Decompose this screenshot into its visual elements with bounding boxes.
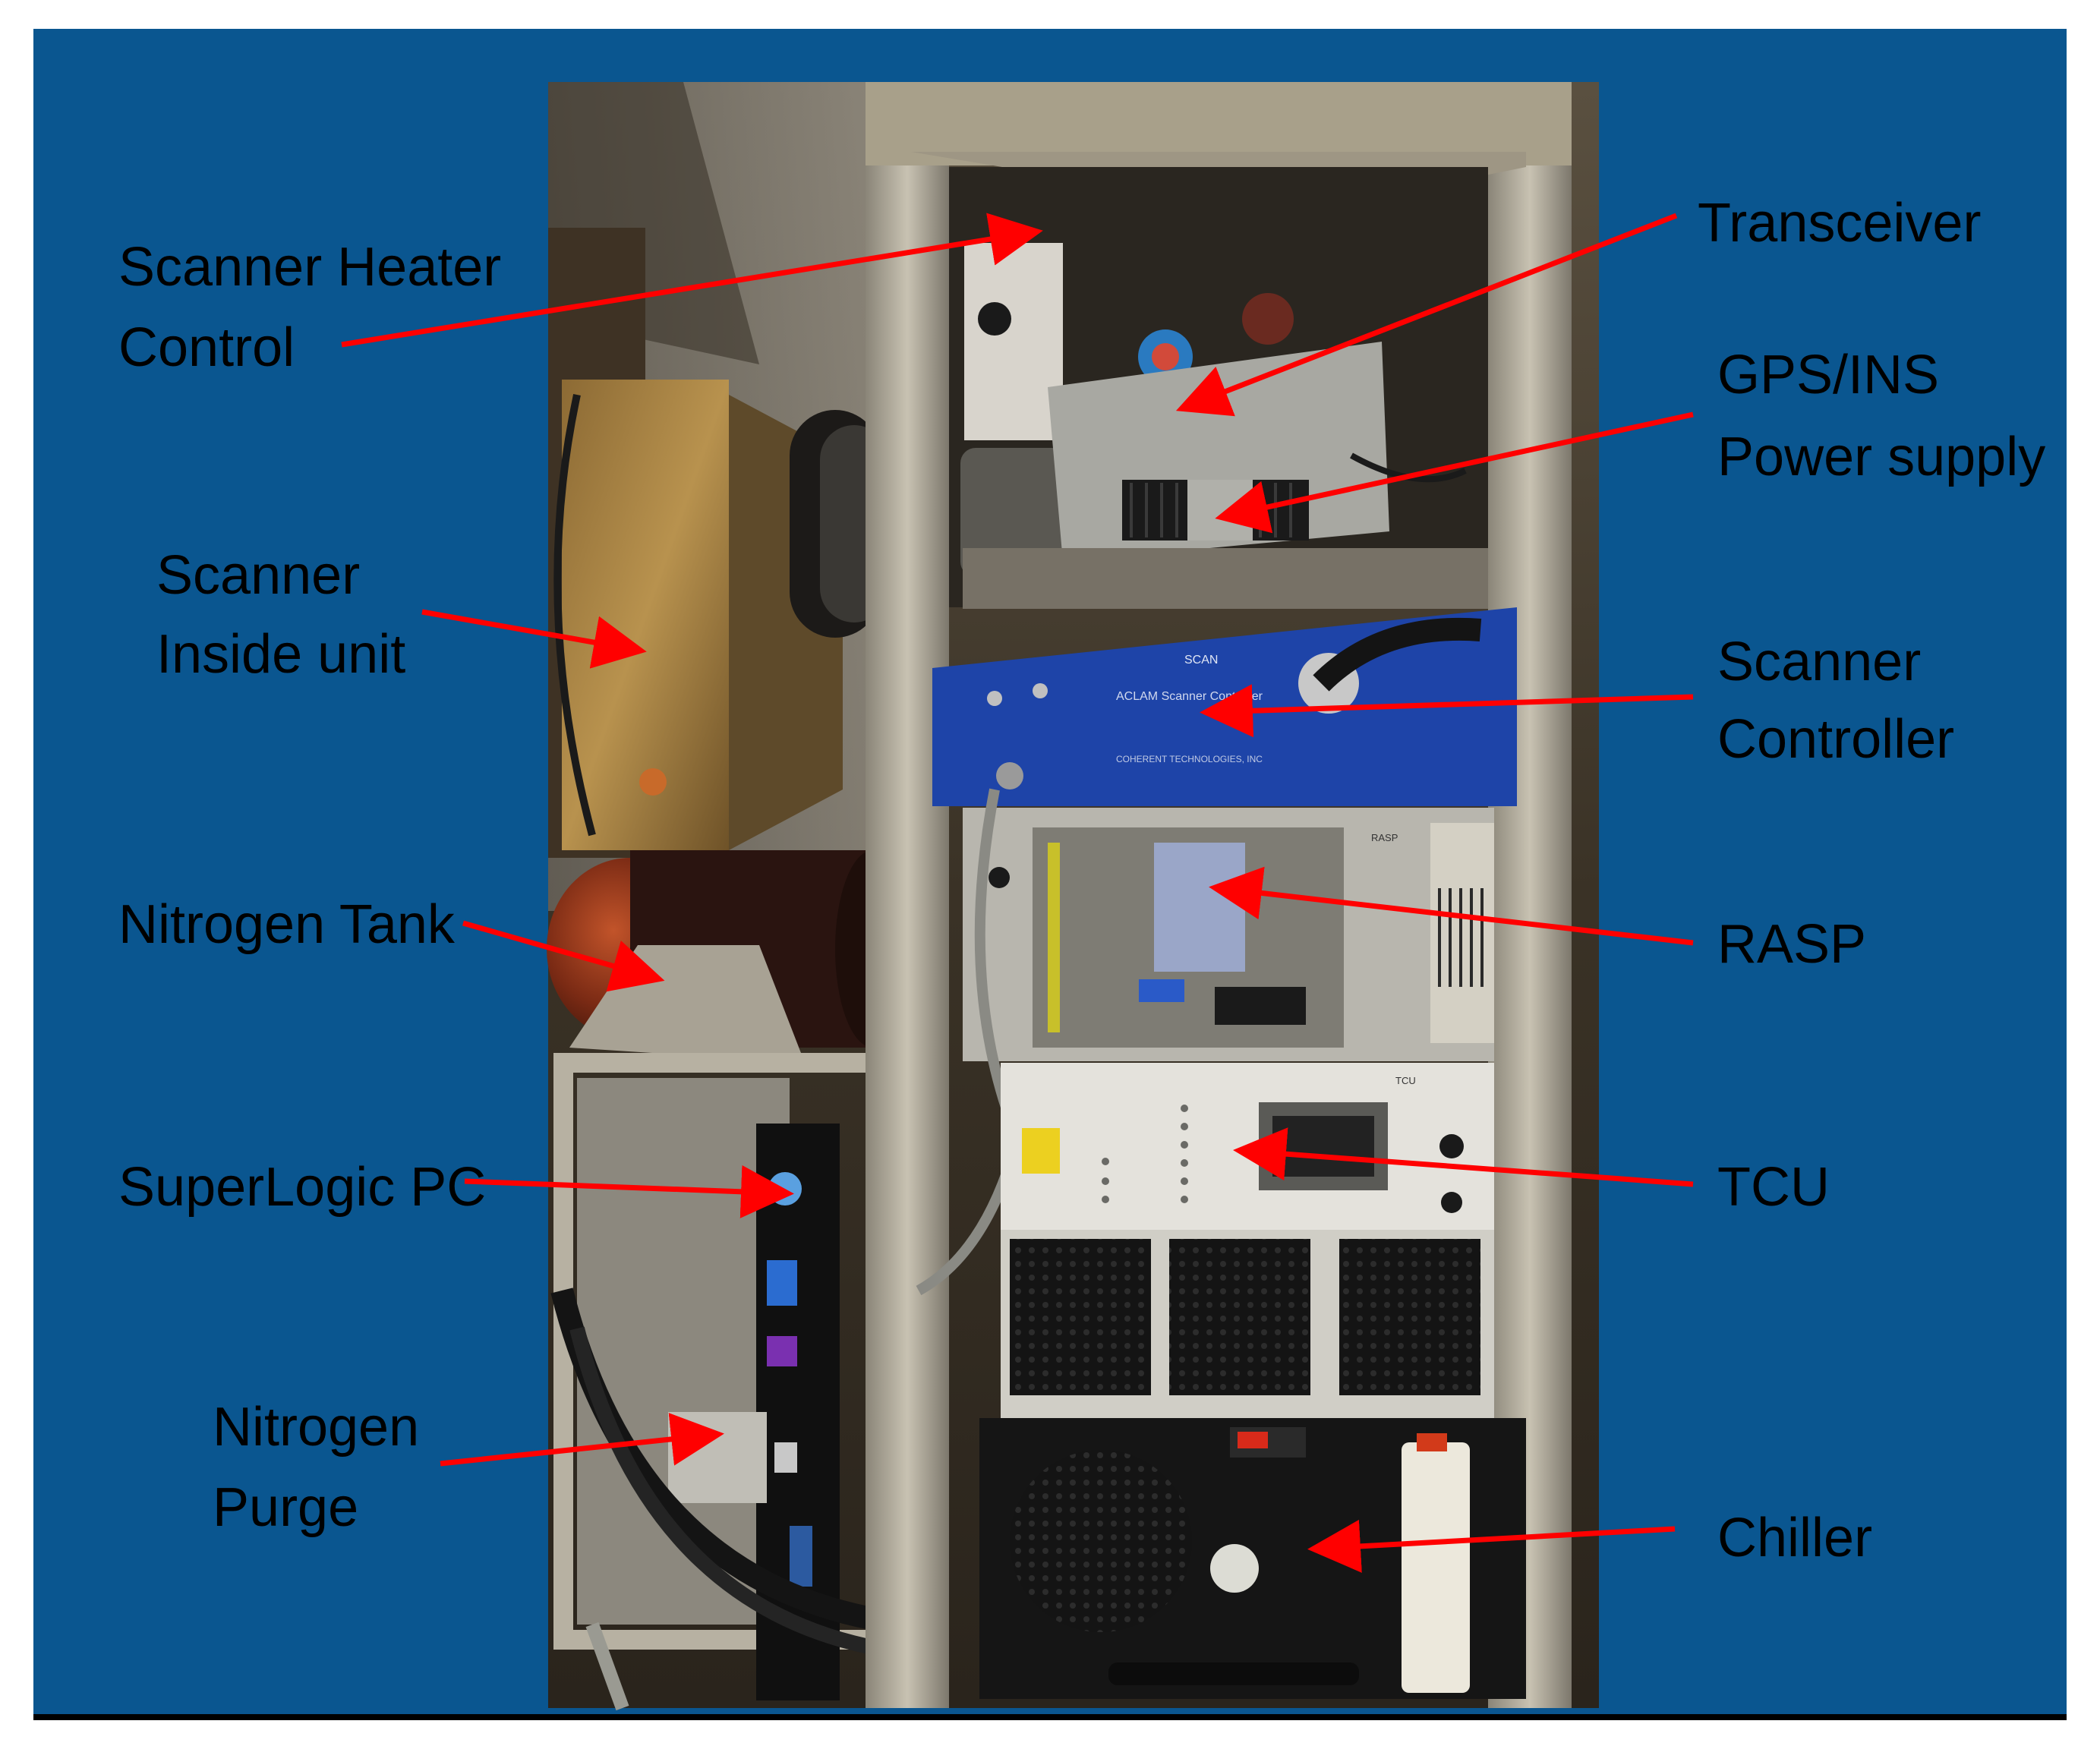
arrow-chiller [1307, 1519, 1676, 1573]
scan-badge: SCAN [1184, 654, 1218, 667]
label-line: SuperLogic PC [118, 1157, 486, 1218]
label-nitrogen-purge: Nitrogen Purge [213, 1397, 434, 1538]
label-superlogic-pc: SuperLogic PC [118, 1157, 486, 1218]
arrow-tcu [1233, 1127, 1694, 1187]
rasp-photo: RASP [916, 788, 1494, 1296]
label-line: TCU [1717, 1157, 1830, 1218]
controller-title: ACLAM Scanner Controller [1116, 690, 1263, 703]
arrow-rasp [1209, 866, 1694, 946]
controller-maker: COHERENT TECHNOLOGIES, INC [1116, 754, 1263, 764]
scanner-inside-unit-photo [548, 228, 888, 858]
label-line: Nitrogen Tank [118, 894, 456, 955]
nitrogen-tank-photo [547, 850, 911, 1063]
label-line: Inside unit [156, 624, 405, 685]
arrow-scanner-controller [1200, 684, 1694, 738]
label-line: Controller [1717, 709, 1954, 770]
tcu-tag: TCU [1395, 1075, 1416, 1086]
arrow-transceiver [1175, 213, 1678, 417]
label-line: RASP [1717, 914, 1866, 975]
rack-rail-left [866, 82, 949, 1708]
callout-arrows [341, 213, 1694, 1573]
label-scanner-inside-unit: Scanner Inside unit [156, 545, 405, 685]
label-chiller: Chiller [1717, 1508, 1872, 1568]
label-line: Scanner [156, 545, 360, 606]
label-tcu: TCU [1717, 1157, 1830, 1218]
arrow-scanner-heater-control [341, 213, 1043, 348]
arrow-superlogic-pc [464, 1165, 794, 1218]
label-transceiver: Transceiver [1698, 193, 1981, 254]
label-gps-ins-power-supply: GPS/INS Power supply [1717, 345, 2045, 487]
arrow-nitrogen-purge [440, 1413, 724, 1467]
label-line: Chiller [1717, 1508, 1872, 1568]
arrow-nitrogen-tank [462, 920, 665, 992]
label-line: Control [118, 317, 295, 378]
equipment-photo: SCAN ACLAM Scanner Controller COHERENT T… [547, 82, 1599, 1711]
label-scanner-heater-control: Scanner Heater Control [118, 237, 516, 378]
callout-labels: Scanner Heater Control Scanner Inside un… [118, 193, 2045, 1568]
label-nitrogen-tank: Nitrogen Tank [118, 894, 456, 955]
arrow-scanner-inside-unit [421, 609, 647, 669]
rack-shelf-under-gps [963, 548, 1488, 609]
label-line: Purge [213, 1477, 358, 1538]
slide-bottom-rule [33, 1714, 2067, 1720]
rasp-tag: RASP [1371, 832, 1398, 843]
label-line: Power supply [1717, 427, 2045, 487]
rack-top-shelf [866, 82, 1572, 165]
tcu-photo: TCU [1001, 1063, 1494, 1418]
arrow-gps-ins-power-supply [1215, 411, 1694, 534]
label-line: Scanner [1717, 632, 1921, 692]
label-rasp: RASP [1717, 914, 1866, 975]
chiller-photo [979, 1418, 1526, 1699]
label-scanner-controller: Scanner Controller [1717, 632, 1954, 770]
label-line: Transceiver [1698, 193, 1981, 254]
label-line: Nitrogen [213, 1397, 419, 1458]
label-line: Scanner Heater [118, 237, 501, 298]
label-line: GPS/INS [1717, 345, 1939, 405]
